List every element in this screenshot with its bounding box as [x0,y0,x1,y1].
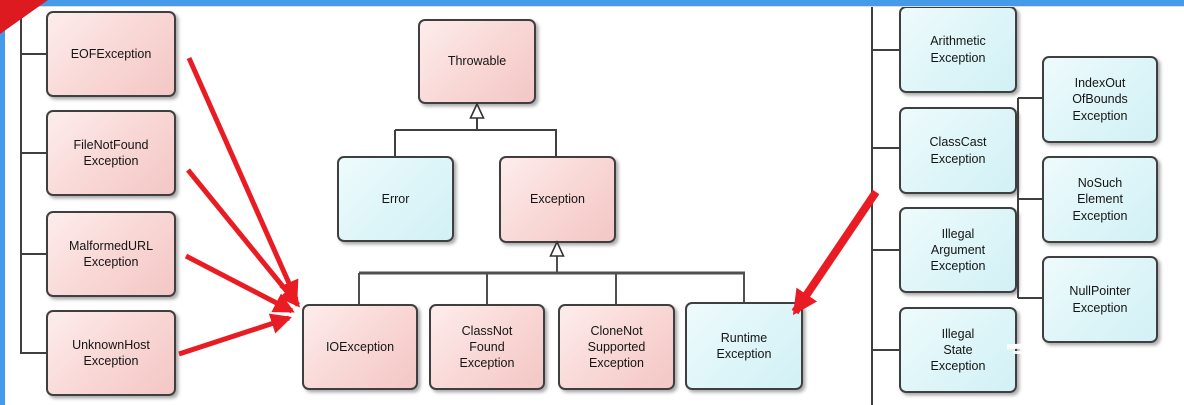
left-bracket-connectors [20,6,46,354]
node-index-out-of-bounds-exception: IndexOut OfBounds Exception [1042,56,1158,143]
node-exception: Exception [499,156,616,243]
throwable-children-connectors [394,117,557,156]
node-io-exception: IOException [302,304,418,390]
node-label: IndexOut OfBounds Exception [1072,76,1128,123]
node-unknown-host-exception: UnknownHost Exception [46,310,176,396]
red-arrow-to-runtime-exception [791,189,880,316]
right-bracket-connectors [871,5,899,405]
node-class-not-found-exception: ClassNot Found Exception [429,304,545,390]
node-label: EOFException [70,46,152,61]
inheritance-triangle-exception [549,240,565,257]
node-no-such-element-exception: NoSuch Element Exception [1042,156,1158,243]
node-label: Illegal Argument Exception [930,226,986,274]
node-label: ClassCast Exception [929,135,987,166]
node-label: Runtime Exception [716,330,772,361]
node-label: FileNotFound Exception [73,137,149,168]
window-top-border-shade [0,6,1184,7]
node-file-not-found-exception: FileNotFound Exception [46,110,176,196]
node-clone-not-supported-exception: CloneNot Supported Exception [558,304,675,390]
red-arrows-to-ioexception [178,56,300,357]
window-top-border [0,0,1184,6]
node-label: Arithmetic Exception [930,34,986,65]
node-malformed-url-exception: MalformedURL Exception [46,211,176,297]
node-label: UnknownHost Exception [72,337,150,368]
node-label: Exception [530,192,585,207]
node-illegal-argument-exception: Illegal Argument Exception [899,207,1017,293]
inheritance-triangle-throwable [469,102,485,119]
node-error: Error [337,156,454,242]
node-eof-exception: EOFException [46,11,176,97]
node-throwable: Throwable [418,19,536,104]
node-illegal-state-exception: Illegal State Exception [899,307,1017,393]
node-label: CloneNot Supported Exception [587,323,646,371]
node-runtime-exception: Runtime Exception [685,302,803,390]
corner-fold-marker [0,0,48,34]
far-right-connectors [1017,97,1042,299]
node-label: MalformedURL Exception [68,238,154,269]
node-label: ClassNot Found Exception [459,323,515,371]
node-label: Illegal State Exception [930,326,986,374]
exception-children-connectors [358,255,745,304]
window-left-border [0,0,5,405]
node-label: Error [381,191,410,206]
node-arithmetic-exception: Arithmetic Exception [899,6,1017,93]
node-label: IOException [325,339,395,354]
node-null-pointer-exception: NullPointer Exception [1042,256,1158,343]
node-label: NullPointer Exception [1069,284,1131,315]
node-label: NoSuch Element Exception [1072,176,1128,223]
node-label: Throwable [447,54,507,69]
node-class-cast-exception: ClassCast Exception [899,107,1017,194]
